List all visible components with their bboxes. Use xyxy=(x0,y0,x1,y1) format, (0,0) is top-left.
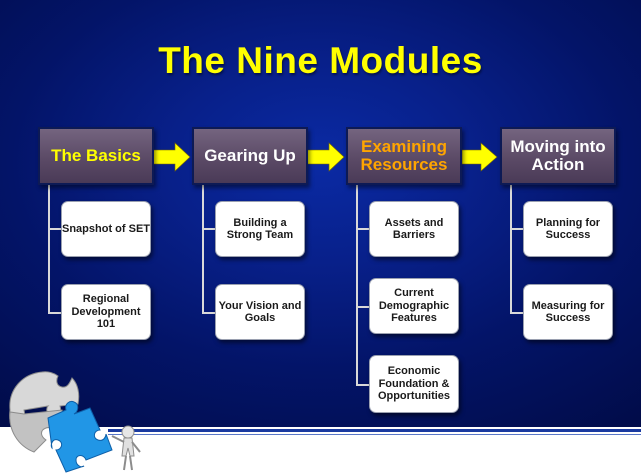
arrow-right-icon xyxy=(152,142,191,172)
tree-line-basics-vertical xyxy=(48,185,50,314)
tree-line-gearing-vertical xyxy=(202,185,204,314)
item-current-demographic-features[interactable]: Current Demographic Features xyxy=(369,278,459,334)
footer-divider-line-thin xyxy=(108,434,641,435)
arrow-right-icon xyxy=(461,142,498,172)
item-regional-development-101[interactable]: Regional Development 101 xyxy=(61,284,151,340)
slide-title: The Nine Modules xyxy=(158,40,483,81)
tree-line-gearing-elbow-2 xyxy=(202,312,215,314)
module-gearing-up[interactable]: Gearing Up xyxy=(192,127,308,185)
tree-line-resources-elbow-3 xyxy=(356,384,369,386)
item-your-vision-and-goals[interactable]: Your Vision and Goals xyxy=(215,284,305,340)
tree-line-resources-vertical xyxy=(356,185,358,386)
item-building-a-strong-team[interactable]: Building a Strong Team xyxy=(215,201,305,257)
module-moving-into-action[interactable]: Moving into Action xyxy=(500,127,616,185)
tree-line-action-elbow-2 xyxy=(510,312,523,314)
arrow-right-icon xyxy=(306,142,345,172)
tree-line-resources-elbow-1 xyxy=(356,228,369,230)
tree-line-action-elbow-1 xyxy=(510,228,523,230)
item-snapshot-of-set[interactable]: Snapshot of SET xyxy=(61,201,151,257)
tree-line-resources-elbow-2 xyxy=(356,306,369,308)
tree-line-action-vertical xyxy=(510,185,512,314)
module-examining-resources[interactable]: Examining Resources xyxy=(346,127,462,185)
item-assets-and-barriers[interactable]: Assets and Barriers xyxy=(369,201,459,257)
puzzle-pieces-figure-icon xyxy=(9,371,141,473)
tree-line-basics-elbow-2 xyxy=(48,312,61,314)
item-planning-for-success[interactable]: Planning for Success xyxy=(523,201,613,257)
module-the-basics[interactable]: The Basics xyxy=(38,127,154,185)
item-economic-foundation-opportunities[interactable]: Economic Foundation & Opportunities xyxy=(369,355,459,413)
item-measuring-for-success[interactable]: Measuring for Success xyxy=(523,284,613,340)
tree-line-basics-elbow-1 xyxy=(48,228,61,230)
footer-divider-line xyxy=(108,429,641,432)
tree-line-gearing-elbow-1 xyxy=(202,228,215,230)
